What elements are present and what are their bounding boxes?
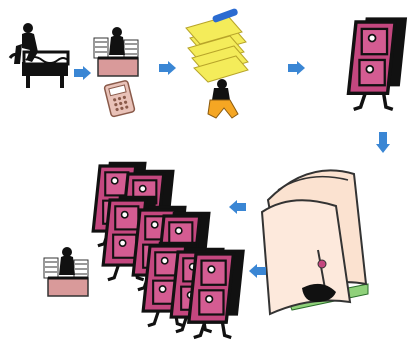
filing-cabinet-icon (346, 15, 409, 112)
worker-carrying-papers-icon (185, 8, 249, 119)
arrow-right-icon (74, 66, 91, 80)
overstuffed-folder-icon (260, 169, 369, 316)
office-clerk-icon (92, 25, 140, 78)
photocopy-worker-icon (8, 23, 70, 88)
office-clerk-icon (42, 245, 90, 298)
arrow-right-icon (288, 61, 305, 75)
arrow-down-icon (376, 132, 390, 153)
arrow-left-icon (249, 264, 266, 278)
arrow-right-icon (159, 61, 176, 75)
arrow-left-icon (229, 200, 246, 214)
calculator-icon (103, 80, 136, 118)
cabinet-stack-icon (91, 160, 247, 340)
